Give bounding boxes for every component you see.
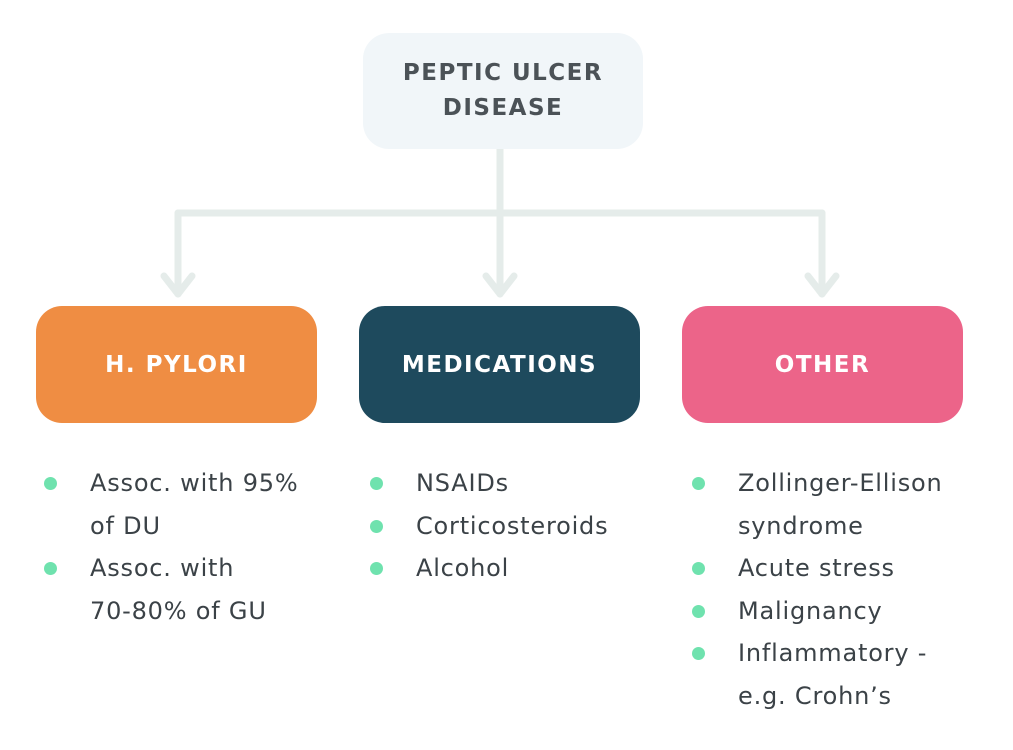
category-h-pylori: H. PYLORI: [36, 306, 317, 423]
list-item-line: Alcohol: [416, 554, 510, 582]
list-item: Inflammatory - e.g. Crohn’s: [692, 632, 982, 717]
list-item: Malignancy: [692, 590, 982, 633]
category-medications: MEDICATIONS: [359, 306, 640, 423]
bullet-dot-icon: [692, 647, 705, 660]
list-item-line: NSAIDs: [416, 469, 509, 497]
category-label: OTHER: [774, 351, 871, 378]
list-item: Acute stress: [692, 547, 982, 590]
bullet-dot-icon: [370, 562, 383, 575]
bullet-dot-icon: [44, 477, 57, 490]
list-item-line: Zollinger-Ellison: [738, 469, 943, 497]
list-item-line: Assoc. with 95%: [90, 469, 299, 497]
list-item: Zollinger-Ellison syndrome: [692, 462, 982, 547]
root-title-line-1: PEPTIC ULCER: [402, 60, 604, 86]
category-label: MEDICATIONS: [401, 351, 598, 378]
list-item-line: e.g. Crohn’s: [738, 681, 892, 710]
bullet-dot-icon: [370, 519, 383, 533]
list-item-line: Inflammatory -: [738, 639, 928, 667]
list-item-line: 70-80% of GU: [90, 596, 267, 625]
list-item-line: syndrome: [738, 511, 864, 540]
list-item-line: of DU: [90, 511, 161, 540]
connector-group: [160, 145, 840, 298]
other-cause-list: Zollinger-Ellison syndrome Acute stress …: [692, 462, 982, 717]
category-label: H. PYLORI: [105, 351, 248, 378]
root-node-peptic-ulcer-disease: PEPTIC ULCER DISEASE: [363, 33, 643, 149]
list-item-line: Corticosteroids: [416, 511, 609, 540]
bullet-dot-icon: [370, 477, 383, 490]
list-item: Corticosteroids: [370, 505, 660, 548]
list-item: Assoc. with 70-80% of GU: [44, 547, 334, 632]
category-other: OTHER: [682, 306, 963, 423]
list-item-line: Acute stress: [738, 554, 895, 582]
arrowhead-center: [482, 272, 518, 298]
arrowhead-right: [804, 272, 840, 298]
medications-cause-list: NSAIDs Corticosteroids Alcohol: [370, 462, 660, 590]
bullet-dot-icon: [692, 604, 705, 618]
list-item: Alcohol: [370, 547, 660, 590]
arrowhead-left: [160, 272, 196, 298]
bullet-dot-icon: [692, 477, 705, 490]
h-pylori-cause-list: Assoc. with 95% of DU Assoc. with 70-80%…: [44, 462, 334, 632]
bullet-dot-icon: [692, 562, 705, 575]
list-item: NSAIDs: [370, 462, 660, 505]
bullet-dot-icon: [44, 562, 57, 575]
root-title-line-2: DISEASE: [442, 95, 564, 121]
list-item-line: Malignancy: [738, 596, 883, 625]
list-item-line: Assoc. with: [90, 554, 235, 582]
list-item: Assoc. with 95% of DU: [44, 462, 334, 547]
